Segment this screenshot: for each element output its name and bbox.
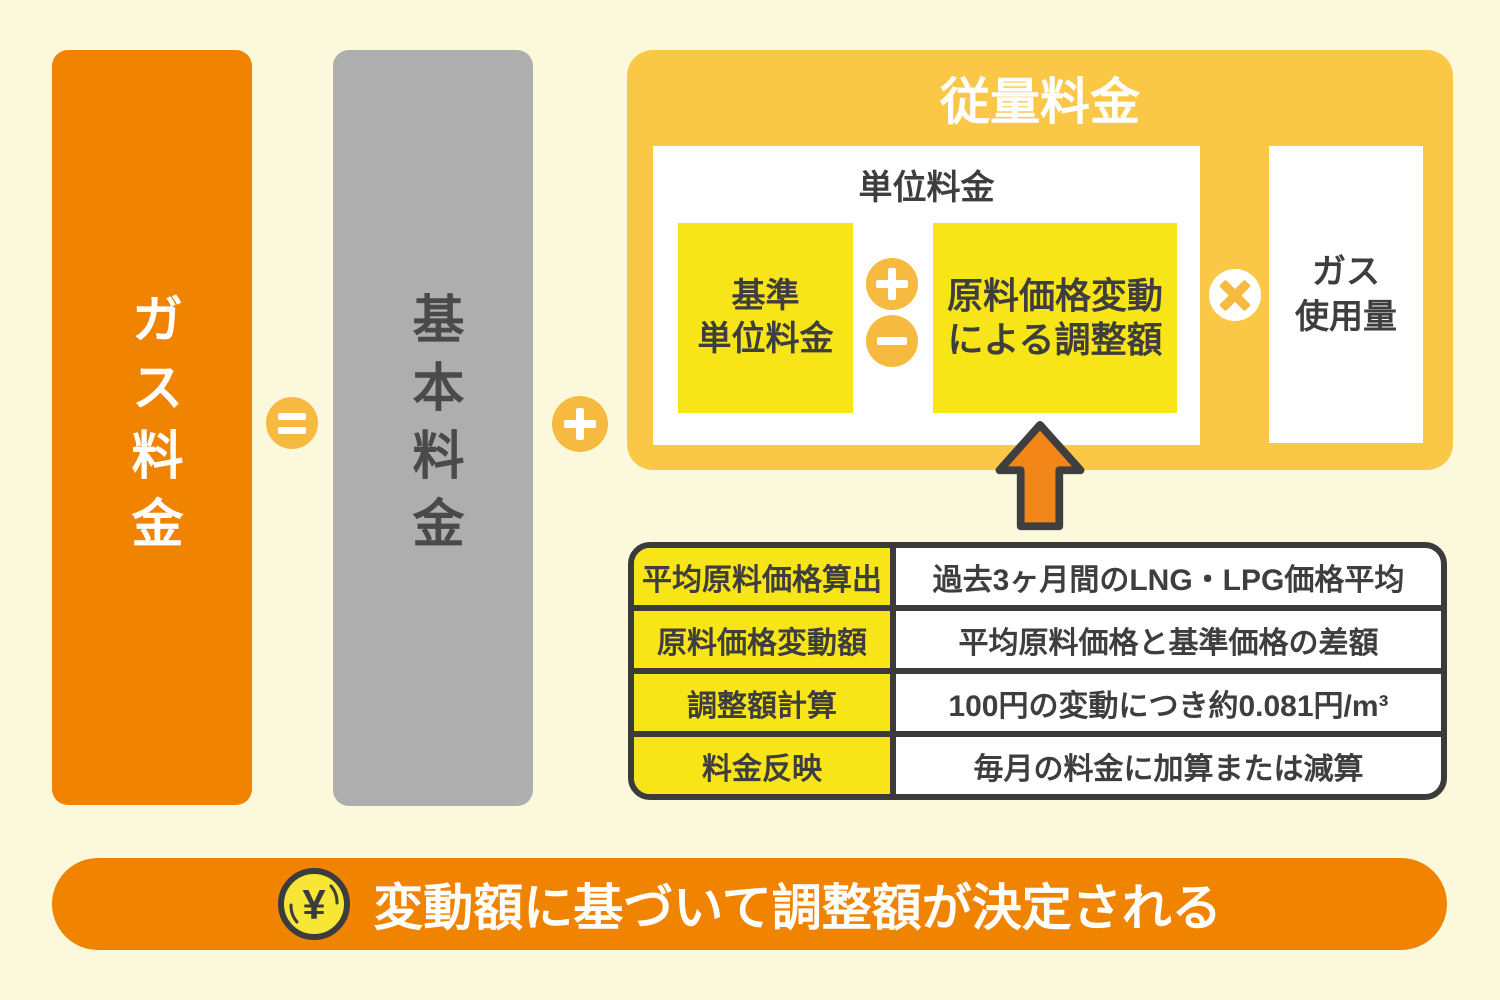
standard-unit-fee-box: 基準 単位料金 (678, 223, 853, 413)
table-row: 平均原料価格算出 過去3ヶ月間のLNG・LPG価格平均 (634, 548, 1441, 605)
gas-fee-bar: ガス料金 (52, 50, 252, 805)
arrow-up-icon (995, 420, 1085, 531)
plus-icon (552, 396, 608, 452)
minus-glyph (877, 337, 907, 345)
table-row-label: 平均原料価格算出 (634, 548, 896, 605)
adjustment-amount-box: 原料価格変動 による調整額 (933, 223, 1177, 413)
table-row-value: 平均原料価格と基準価格の差額 (958, 626, 1379, 660)
adjustment-line1: 原料価格変動 (946, 275, 1163, 317)
table-row: 料金反映 毎月の料金に加算または減算 (634, 731, 1441, 794)
plus-glyph (876, 268, 908, 300)
yen-coin-icon: ¥ (278, 868, 351, 940)
table-row-value: 毎月の料金に加算または減算 (973, 752, 1364, 786)
summary-text: 変動額に基づいて調整額が決定される (373, 880, 1222, 936)
yen-symbol: ¥ (303, 881, 327, 928)
table-row-label: 調整額計算 (634, 674, 896, 731)
adjustment-table: 平均原料価格算出 過去3ヶ月間のLNG・LPG価格平均 原料価格変動額 平均原料… (628, 542, 1447, 800)
plus-icon (866, 258, 918, 310)
equals-icon (266, 397, 318, 449)
table-row-value: 過去3ヶ月間のLNG・LPG価格平均 (932, 563, 1405, 597)
standard-unit-line1: 基準 (731, 277, 800, 316)
summary-banner: ¥ 変動額に基づいて調整額が決定される (52, 858, 1447, 950)
multiply-glyph (1217, 277, 1253, 313)
basic-fee-label: 基本料金 (404, 292, 462, 564)
gas-usage-line1: ガス (1312, 252, 1380, 291)
table-row-value: 100円の変動につき約0.081円/m³ (948, 689, 1389, 723)
table-row-label: 料金反映 (634, 737, 896, 794)
gas-usage-line2: 使用量 (1295, 297, 1397, 336)
multiply-icon (1209, 269, 1261, 321)
table-row: 調整額計算 100円の変動につき約0.081円/m³ (634, 668, 1441, 731)
standard-unit-line2: 単位料金 (697, 320, 834, 358)
table-row: 原料価格変動額 平均原料価格と基準価格の差額 (634, 605, 1441, 668)
adjustment-line2: による調整額 (947, 319, 1163, 360)
table-row-label: 原料価格変動額 (634, 611, 896, 668)
equals-glyph (278, 412, 306, 434)
gas-usage-box: ガス 使用量 (1269, 146, 1423, 443)
usage-fee-title: 従量料金 (940, 74, 1140, 130)
gas-fee-label: ガス料金 (123, 291, 181, 564)
basic-fee-bar: 基本料金 (333, 50, 533, 806)
unit-fee-label: 単位料金 (858, 169, 995, 207)
plus-glyph (564, 408, 596, 440)
minus-icon (866, 315, 918, 367)
